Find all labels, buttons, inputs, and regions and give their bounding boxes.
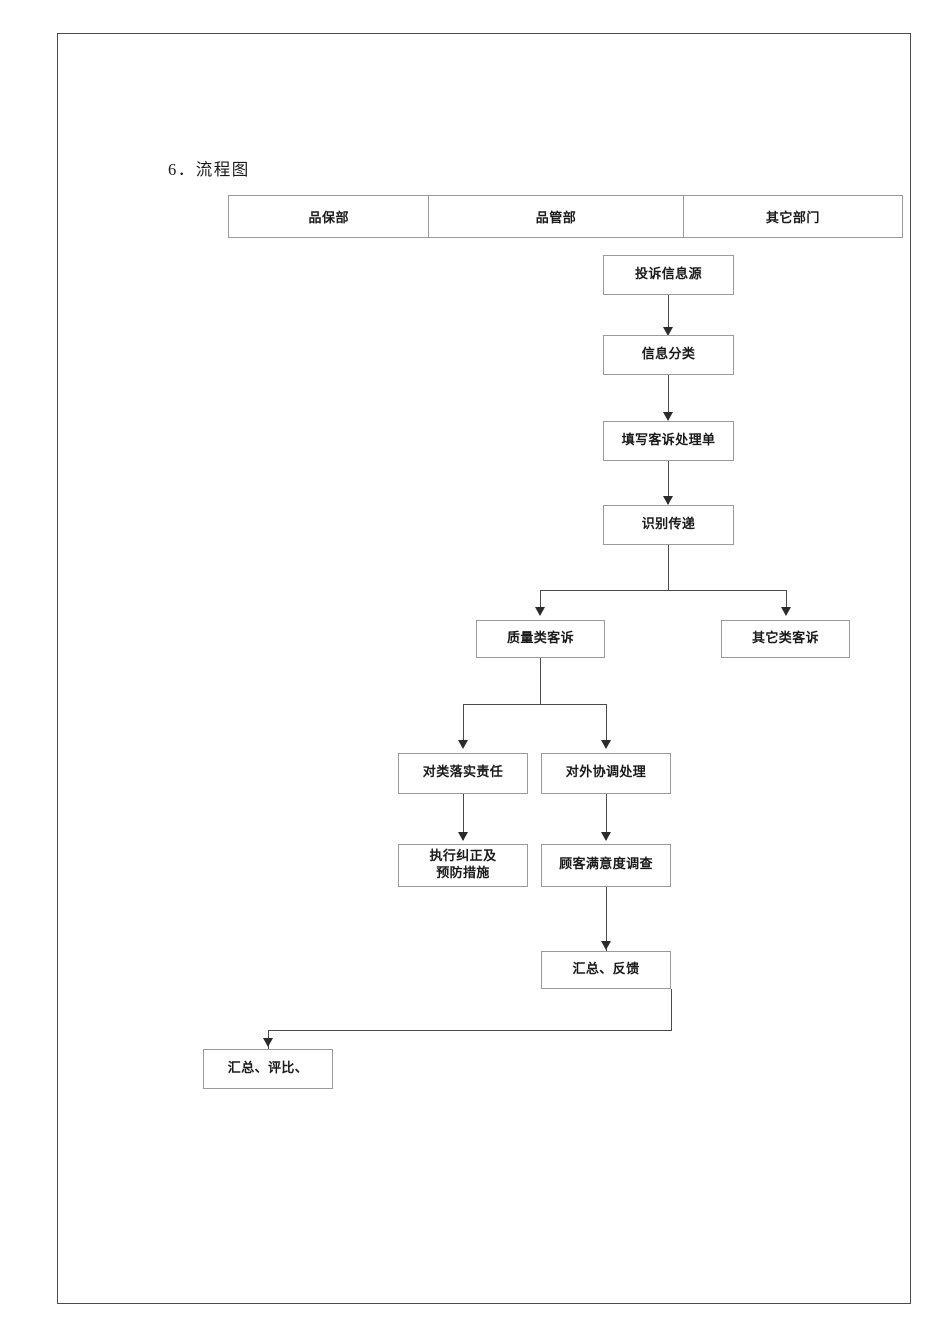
connector-n11-elbow-left: [268, 1030, 672, 1031]
swimlane-label-1: 品管部: [535, 211, 577, 226]
flow-node-label: 顾客满意度调查: [559, 857, 653, 873]
arrowhead-n8-n10: [601, 832, 611, 841]
connector-bus-n5: [540, 590, 541, 612]
arrowhead-n7-n9: [458, 832, 468, 841]
connector-bus2-n7: [463, 704, 464, 744]
flow-node-corrective-preventive-action[interactable]: 执行纠正及 预防措施: [398, 844, 528, 887]
document-page-frame: 6．流程图 品保部 品管部 其它部门: [57, 33, 911, 1304]
connector-bus-horizontal: [540, 590, 786, 591]
flow-node-label: 执行纠正及 预防措施: [429, 849, 497, 881]
arrowhead-n10-n11: [601, 941, 611, 950]
flow-node-label: 识别传递: [641, 516, 696, 532]
connector-bus2-horizontal: [463, 704, 606, 705]
flow-node-label: 信息分类: [641, 346, 696, 362]
connector-bus2-n8: [606, 704, 607, 744]
connector-n8-n10: [606, 794, 607, 840]
arrowhead-elbow-n12: [263, 1038, 273, 1047]
swimlane-header-cell-2: 其它部门: [682, 196, 902, 237]
swimlane-header-cell-1: 品管部: [428, 196, 682, 237]
flow-node-summary-evaluation[interactable]: 汇总、评比、: [203, 1049, 333, 1089]
flow-node-fill-complaint-form[interactable]: 填写客诉处理单: [603, 421, 734, 461]
page-title: 6．流程图: [168, 160, 250, 179]
flow-node-label: 汇总、评比、: [227, 1060, 309, 1076]
flow-node-label: 汇总、反馈: [572, 961, 640, 977]
swimlane-label-2: 其它部门: [765, 211, 820, 226]
flow-node-quality-complaint[interactable]: 质量类客诉: [476, 620, 605, 658]
arrowhead-bus-n5: [535, 607, 545, 616]
arrowhead-n1-n2: [663, 327, 673, 336]
swimlane-header-table: 品保部 品管部 其它部门: [228, 195, 903, 238]
connector-bus-n6: [786, 590, 787, 612]
flow-node-identify-transfer[interactable]: 识别传递: [603, 505, 734, 545]
connector-n11-elbow-down: [671, 989, 672, 1030]
swimlane-label-0: 品保部: [308, 211, 349, 226]
connector-n3-n4: [668, 461, 669, 504]
flow-node-label: 投诉信息源: [634, 266, 702, 282]
flow-node-customer-satisfaction-survey[interactable]: 顾客满意度调查: [541, 844, 671, 887]
arrowhead-n3-n4: [663, 496, 673, 505]
connector-n1-n2: [668, 295, 669, 334]
flow-node-summary-feedback[interactable]: 汇总、反馈: [541, 951, 671, 989]
connector-n4-bus: [668, 545, 669, 590]
flow-node-assign-responsibility[interactable]: 对类落实责任: [398, 753, 528, 794]
connector-n2-n3: [668, 375, 669, 420]
flow-node-label: 对外协调处理: [565, 765, 647, 781]
arrowhead-bus2-n8: [601, 740, 611, 749]
flow-node-complaint-source[interactable]: 投诉信息源: [603, 255, 734, 295]
connector-n5-bus2: [540, 658, 541, 704]
flow-node-label: 填写客诉处理单: [621, 432, 716, 448]
flow-node-other-complaint[interactable]: 其它类客诉: [721, 620, 850, 658]
flow-node-label: 质量类客诉: [506, 630, 574, 646]
flow-node-label: 对类落实责任: [422, 765, 504, 781]
flow-node-information-classification[interactable]: 信息分类: [603, 335, 734, 375]
arrowhead-bus2-n7: [458, 740, 468, 749]
arrowhead-n2-n3: [663, 412, 673, 421]
arrowhead-bus-n6: [781, 607, 791, 616]
connector-n10-n11: [606, 887, 607, 951]
flow-node-external-coordination[interactable]: 对外协调处理: [541, 753, 671, 794]
swimlane-header-cell-0: 品保部: [229, 196, 428, 237]
connector-n7-n9: [463, 794, 464, 840]
flow-node-label: 其它类客诉: [751, 630, 819, 646]
